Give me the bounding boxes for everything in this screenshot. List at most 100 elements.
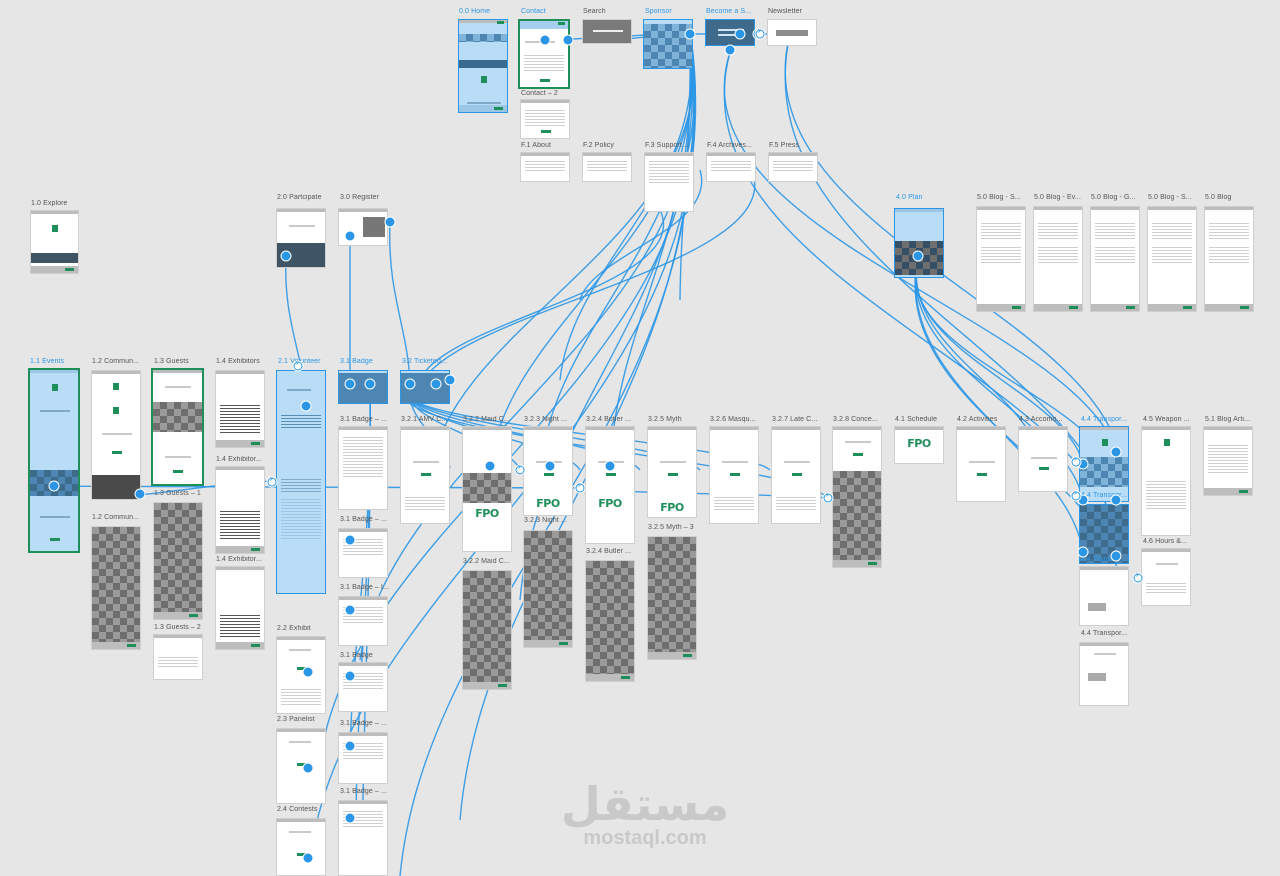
label-night-2[interactable]: 3.2.3 Night ... xyxy=(524,517,568,524)
artboard-maid-2[interactable] xyxy=(462,570,512,690)
label-blog-s2[interactable]: 5.0 Blog - S... xyxy=(1148,194,1192,201)
label-register[interactable]: 3.0 Register xyxy=(340,194,379,201)
label-home[interactable]: 0.0 Home xyxy=(459,8,491,15)
artboard-search[interactable] xyxy=(582,19,632,44)
artboard-badge[interactable] xyxy=(338,370,388,404)
artboard-badge-b[interactable] xyxy=(338,528,388,578)
label-guests[interactable]: 1.3 Guests xyxy=(154,358,189,365)
link-hotspot[interactable] xyxy=(685,29,695,39)
artboard-badge-a[interactable] xyxy=(338,426,388,510)
label-events[interactable]: 1.1 Events xyxy=(30,358,65,365)
link-target-arrow[interactable] xyxy=(1133,571,1143,583)
link-hotspot[interactable] xyxy=(345,379,355,389)
link-hotspot[interactable] xyxy=(281,251,291,261)
label-badge-b[interactable]: 3.1 Badge – ... xyxy=(340,516,388,523)
label-f5[interactable]: F.5 Press xyxy=(769,142,800,149)
artboard-myth-3[interactable] xyxy=(647,536,697,660)
link-target-arrow[interactable] xyxy=(755,27,765,39)
label-f4[interactable]: F.4 Archives... xyxy=(707,142,753,149)
artboard-home[interactable] xyxy=(458,19,508,113)
link-hotspot[interactable] xyxy=(1111,551,1121,561)
label-exhibit[interactable]: 2.2 Exhibit xyxy=(277,625,311,632)
link-hotspot[interactable] xyxy=(405,379,415,389)
label-exhib-a[interactable]: 1.4 Exhibitor... xyxy=(216,456,262,463)
label-become-sponsor[interactable]: Become a S... xyxy=(706,8,752,15)
artboard-blog-s1[interactable] xyxy=(976,206,1026,312)
artboard-transport-2[interactable] xyxy=(1079,504,1129,564)
label-ticketed[interactable]: 3.2 Ticketed... xyxy=(402,358,448,365)
artboard-volunteer[interactable] xyxy=(276,370,326,594)
link-hotspot[interactable] xyxy=(303,763,313,773)
artboard-guests-2[interactable] xyxy=(153,634,203,680)
label-concert[interactable]: 3.2.8 Conce... xyxy=(833,416,878,423)
link-hotspot[interactable] xyxy=(135,489,145,499)
artboard-late[interactable] xyxy=(771,426,821,524)
artboard-transport[interactable] xyxy=(1079,426,1129,502)
link-hotspot[interactable] xyxy=(303,667,313,677)
label-maid[interactable]: 3.2.2 Maid C... xyxy=(463,416,511,423)
artboard-explore[interactable] xyxy=(30,210,79,274)
link-hotspot[interactable] xyxy=(345,231,355,241)
link-target-arrow[interactable] xyxy=(1071,455,1081,467)
label-exhibitors[interactable]: 1.4 Exhibitors xyxy=(216,358,260,365)
label-contests[interactable]: 2.4 Contests xyxy=(277,806,318,813)
link-hotspot[interactable] xyxy=(735,29,745,39)
artboard-amv[interactable] xyxy=(400,426,450,524)
label-badge[interactable]: 3.1 Badge xyxy=(340,358,373,365)
label-amv[interactable]: 3.2.1 AMV C... xyxy=(401,416,448,423)
label-panelist[interactable]: 2.3 Panelist xyxy=(277,716,315,723)
artboard-contact-2[interactable] xyxy=(520,99,570,139)
link-hotspot[interactable] xyxy=(303,853,313,863)
artboard-myth[interactable]: FPO xyxy=(647,426,697,518)
link-hotspot[interactable] xyxy=(365,379,375,389)
label-activities[interactable]: 4.2 Activities xyxy=(957,416,998,423)
link-hotspot[interactable] xyxy=(345,671,355,681)
label-commun[interactable]: 1.2 Commun... xyxy=(92,358,140,365)
artboard-accom[interactable] xyxy=(1018,426,1068,492)
artboard-blog-ev[interactable] xyxy=(1033,206,1083,312)
artboard-badge-f[interactable] xyxy=(338,800,388,876)
link-target-arrow[interactable] xyxy=(293,359,303,371)
artboard-f2[interactable] xyxy=(582,152,632,182)
label-weapon[interactable]: 4.5 Weapon ... xyxy=(1143,416,1190,423)
artboard-activities[interactable] xyxy=(956,426,1006,502)
artboard-night[interactable]: FPO xyxy=(523,426,573,516)
link-hotspot[interactable] xyxy=(1111,447,1121,457)
link-hotspot[interactable] xyxy=(1111,495,1121,505)
label-maid-2[interactable]: 3.2.2 Maid C... xyxy=(463,558,511,565)
link-hotspot[interactable] xyxy=(445,375,455,385)
link-hotspot[interactable] xyxy=(485,461,495,471)
label-masq[interactable]: 3.2.6 Masqu... xyxy=(710,416,756,423)
label-late[interactable]: 3.2.7 Late C... xyxy=(772,416,818,423)
artboard-plan[interactable] xyxy=(894,208,944,278)
artboard-become-sponsor[interactable] xyxy=(705,19,755,46)
artboard-blog-g[interactable] xyxy=(1090,206,1140,312)
link-hotspot[interactable] xyxy=(1078,495,1088,505)
label-plan[interactable]: 4.0 Plan xyxy=(896,194,923,201)
link-hotspot[interactable] xyxy=(913,251,923,261)
artboard-night-2[interactable] xyxy=(523,530,573,648)
label-blog-ev[interactable]: 5.0 Blog - Ev... xyxy=(1034,194,1081,201)
link-hotspot[interactable] xyxy=(345,535,355,545)
link-hotspot[interactable] xyxy=(385,217,395,227)
artboard-guests-1[interactable] xyxy=(153,502,203,620)
artboard-events[interactable] xyxy=(28,368,80,553)
artboard-blog-article[interactable] xyxy=(1203,426,1253,496)
artboard-masq[interactable] xyxy=(709,426,759,524)
link-hotspot[interactable] xyxy=(605,461,615,471)
artboard-hours[interactable] xyxy=(1141,548,1191,606)
artboard-commun[interactable] xyxy=(91,370,141,500)
label-f3[interactable]: F.3 Support ... xyxy=(645,142,691,149)
artboard-panelist[interactable] xyxy=(276,728,326,804)
link-hotspot[interactable] xyxy=(563,35,573,45)
link-hotspot[interactable] xyxy=(540,35,550,45)
label-contact[interactable]: Contact xyxy=(521,8,546,15)
label-guests-2[interactable]: 1.3 Guests – 2 xyxy=(154,624,201,631)
label-badge-c[interactable]: 3.1 Badge – I... xyxy=(340,584,390,591)
artboard-maid[interactable]: FPO xyxy=(462,426,512,552)
artboard-transport-4[interactable] xyxy=(1079,642,1129,706)
link-target-arrow[interactable] xyxy=(1071,489,1081,501)
artboard-f4[interactable] xyxy=(706,152,756,182)
label-newsletter[interactable]: Newsletter xyxy=(768,8,803,15)
